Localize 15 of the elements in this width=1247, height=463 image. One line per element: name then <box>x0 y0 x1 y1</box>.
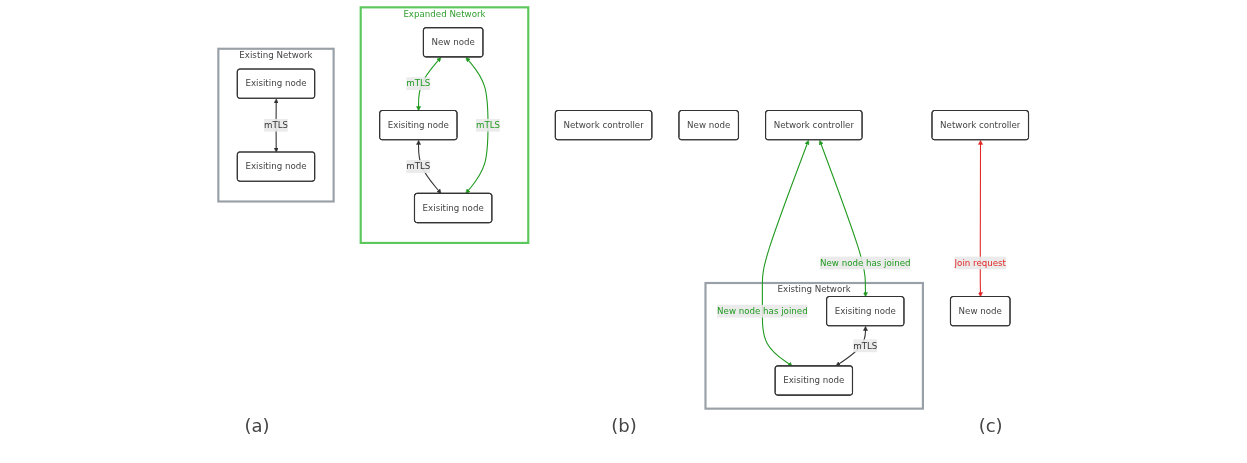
panel-label: (b) <box>611 415 637 436</box>
edge-label: mTLS <box>406 160 431 171</box>
arrow <box>465 56 489 194</box>
arrow <box>761 139 810 366</box>
arrow <box>978 139 983 297</box>
edge-label: mTLS <box>264 119 289 130</box>
panel-label: (c) <box>978 415 1003 436</box>
edge-label: mTLS <box>406 77 431 89</box>
edge-label: New node has joined <box>820 257 911 268</box>
edge-label: Join request <box>954 257 1007 268</box>
edge-label: mTLS <box>853 339 878 351</box>
arrow <box>818 139 868 297</box>
edge-label: mTLS <box>476 119 501 130</box>
panel-label: (a) <box>244 415 270 436</box>
edge-label: New node has joined <box>717 305 808 316</box>
